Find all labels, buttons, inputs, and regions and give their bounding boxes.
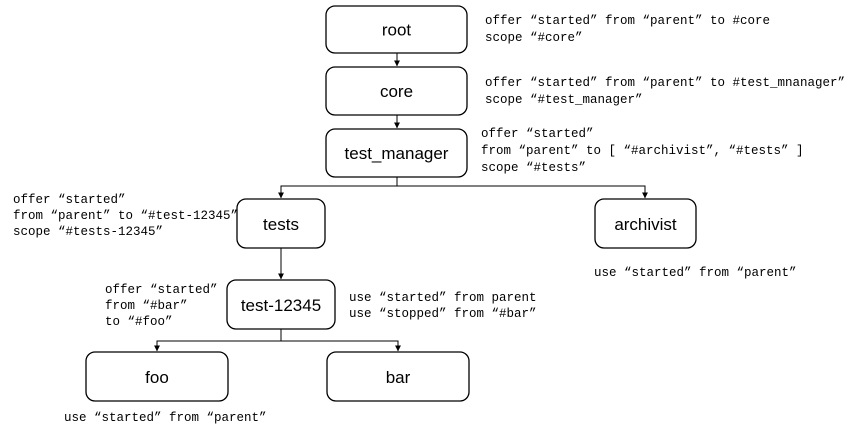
annotation-root: offer “started” from “parent” to #core s… [485, 14, 770, 45]
annotation-test-manager: offer “started” from “parent” to [ “#arc… [481, 127, 804, 175]
node-tests: tests [236, 198, 326, 249]
annotation-test-12345-offer: offer “started” from “#bar” to “#foo” [105, 283, 218, 329]
annotation-foo: use “started” from “parent” [64, 411, 267, 425]
node-foo: foo [85, 351, 229, 402]
annotation-line: use “started” from “parent” [64, 411, 267, 425]
node-core: core [325, 66, 468, 116]
annotation-line: scope “#core” [485, 31, 583, 45]
node-root: root [325, 5, 468, 54]
annotation-archivist: use “started” from “parent” [594, 266, 797, 280]
annotation-line: use “started” from parent [349, 291, 537, 305]
annotation-line: scope “#tests” [481, 161, 586, 175]
edge-test-12345-foo [154, 329, 282, 352]
node-label-tests: tests [263, 215, 299, 234]
annotation-line: scope “#test_manager” [485, 93, 643, 107]
annotation-line: from “#bar” [105, 299, 188, 313]
node-bar: bar [326, 351, 470, 402]
annotation-line: use “started” from “parent” [594, 266, 797, 280]
annotation-line: offer “started” from “parent” to #test_m… [485, 76, 845, 90]
node-test-manager: test_manager [325, 128, 468, 178]
edge-test-12345-bar [281, 340, 401, 352]
annotation-tests: offer “started” from “parent” to “#test-… [13, 193, 238, 239]
edge-test-manager-archivist [397, 185, 648, 199]
node-label-bar: bar [386, 368, 411, 387]
node-label-archivist: archivist [614, 215, 677, 234]
node-label-test-12345: test-12345 [241, 296, 321, 315]
annotation-line: offer “started” from “parent” to #core [485, 14, 770, 28]
node-label-root: root [382, 21, 412, 40]
node-label-test-manager: test_manager [345, 144, 449, 163]
node-label-core: core [380, 82, 413, 101]
annotation-line: offer “started” [481, 127, 594, 141]
annotation-core: offer “started” from “parent” to #test_m… [485, 76, 845, 107]
annotation-line: offer “started” [13, 193, 126, 207]
annotation-line: offer “started” [105, 283, 218, 297]
node-label-foo: foo [145, 368, 169, 387]
edges [154, 53, 648, 352]
annotation-line: from “parent” to “#test-12345” [13, 209, 238, 223]
annotation-test-12345-use: use “started” from parent use “stopped” … [349, 291, 537, 321]
annotation-line: to “#foo” [105, 315, 173, 329]
annotation-line: from “parent” to [ “#archivist”, “#tests… [481, 144, 804, 158]
annotation-line: scope “#tests-12345” [13, 225, 163, 239]
annotation-line: use “stopped” from “#bar” [349, 307, 537, 321]
node-archivist: archivist [594, 198, 697, 249]
node-test-12345: test-12345 [226, 279, 336, 330]
edge-test-manager-tests [278, 177, 398, 199]
